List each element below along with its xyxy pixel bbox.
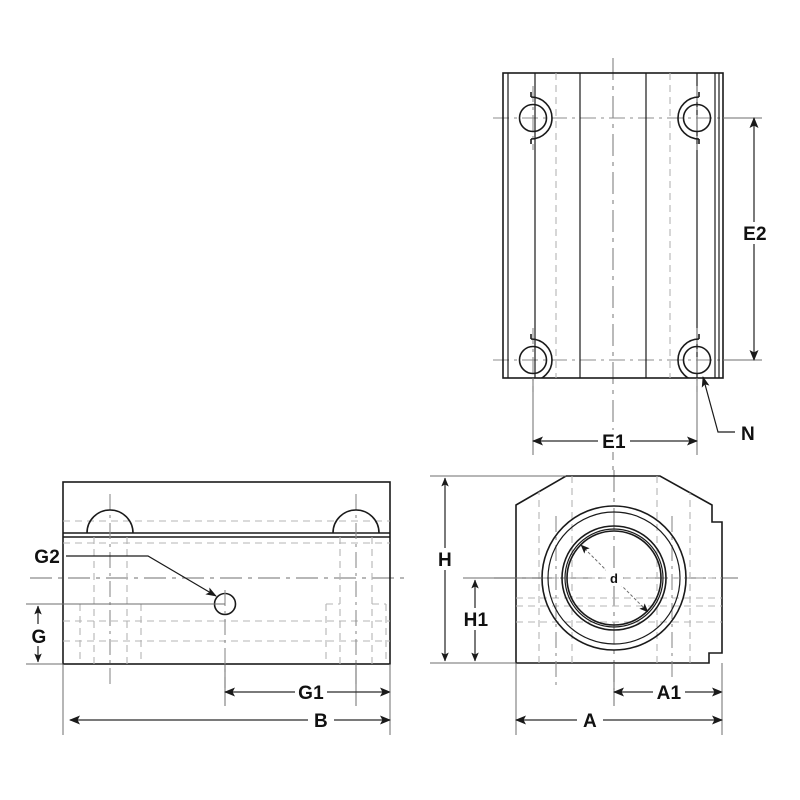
dimension-H1-label: H1 <box>464 610 489 631</box>
bolt-hole-upper-left <box>518 103 548 133</box>
dimension-d: d <box>580 544 649 613</box>
bolt-slot-lower-left <box>518 334 553 378</box>
bolt-slot-arc-upper-right <box>677 96 700 140</box>
dimension-A1: A1 <box>613 663 723 706</box>
side-view-cap-slot-right <box>332 509 380 534</box>
dimension-G2-leader <box>66 555 217 597</box>
dimension-G: G <box>26 603 225 665</box>
dimension-E1: E1 <box>532 378 698 455</box>
dimension-G1-label: G1 <box>298 683 324 704</box>
dimension-G2-label: G2 <box>34 547 60 568</box>
dimension-G1: G1 <box>224 664 391 706</box>
dimension-E2: E2 <box>723 117 770 361</box>
dimension-N-leader <box>701 376 735 433</box>
dimension-N: N <box>701 376 755 445</box>
dimension-H: H <box>430 475 566 664</box>
dimension-H1: H1 <box>458 577 542 664</box>
bolt-slot-arc-upper-left <box>530 96 553 140</box>
bolt-hole-lower-right <box>682 345 712 375</box>
bolt-slot-arc-lower-left <box>530 338 553 378</box>
dimension-A-label: A <box>583 711 597 732</box>
dimension-N-label: N <box>741 424 755 445</box>
front-view-group: d H H1 A1 <box>430 470 738 735</box>
bore-ring-shaft <box>566 530 662 626</box>
bore-ring-housing <box>547 511 681 645</box>
dimension-E2-label: E2 <box>743 224 767 245</box>
side-view-hidden-boss-right <box>325 537 387 664</box>
top-view-bolt-centerlines <box>532 86 698 392</box>
side-view-group: G2 G G1 B <box>26 481 410 735</box>
bolt-hole-upper-right <box>682 103 712 133</box>
bore-ring-seal-outer <box>561 525 667 631</box>
bolt-slot-upper-right <box>677 92 712 144</box>
top-view-group: E2 E1 N <box>493 58 770 470</box>
dimension-H-label: H <box>438 550 452 571</box>
top-view-outline <box>502 72 724 379</box>
front-view-outline <box>515 475 723 664</box>
top-view-hidden-lines <box>555 73 671 378</box>
bolt-slot-lower-right <box>677 334 712 378</box>
side-view-hidden-horizontals <box>63 520 390 642</box>
dimension-G2: G2 <box>34 547 217 597</box>
dimension-A: A <box>515 663 723 735</box>
dimension-G-label: G <box>32 627 47 648</box>
dimension-B: B <box>62 664 391 735</box>
bolt-hole-lower-left <box>518 345 548 375</box>
bore-ring-seal-inner <box>564 528 664 628</box>
bearing-bore-rings <box>541 505 687 651</box>
dimension-E1-label: E1 <box>602 432 626 453</box>
dimension-A1-label: A1 <box>657 683 682 704</box>
dimension-d-label: d <box>610 571 618 586</box>
dimension-B-label: B <box>314 711 328 732</box>
bolt-slot-upper-left <box>518 92 553 144</box>
side-view-cap-slot-left <box>86 509 134 534</box>
bolt-slot-arc-lower-right <box>677 338 700 378</box>
side-view-outline <box>62 481 391 665</box>
